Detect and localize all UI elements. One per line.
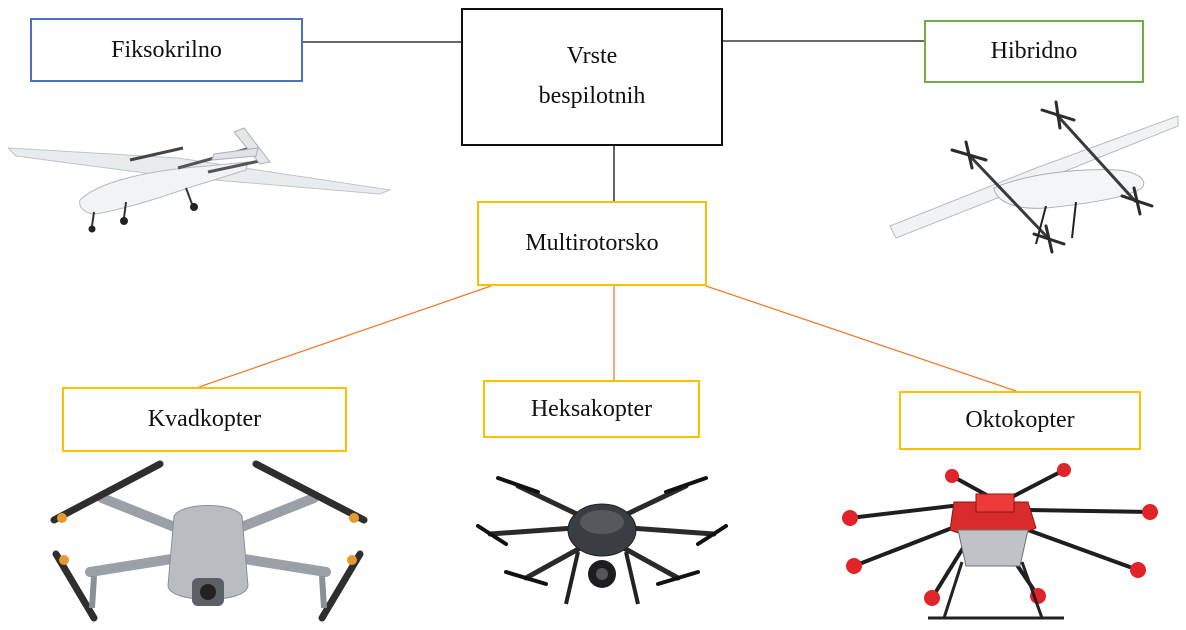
multirotor-box: Multirotorsko	[477, 201, 707, 286]
octo-label: Oktokopter	[965, 407, 1075, 433]
hexa-box: Heksakopter	[483, 380, 700, 438]
octo-box: Oktokopter	[899, 391, 1141, 450]
quadcopter-drone-image	[50, 460, 368, 622]
quad-label: Kvadkopter	[147, 406, 262, 432]
hybrid-box: Hibridno	[924, 20, 1144, 83]
fixed-wing-box: Fiksokrilno	[30, 18, 303, 82]
multirotor-label: Multirotorsko	[525, 230, 659, 256]
hybrid-label: Hibridno	[990, 38, 1078, 64]
fixed-wing-drone-image	[8, 127, 392, 233]
root-box: Vrste bespilotnih	[461, 8, 723, 146]
octocopter-drone-image	[842, 463, 1158, 620]
root-label-line1: Vrste	[566, 43, 618, 70]
root-label-line2: bespilotnih	[538, 83, 646, 109]
connector-multirotor-octo	[705, 285, 1017, 392]
hexacopter-drone-image	[476, 476, 728, 605]
hybrid-vtol-drone-image	[889, 100, 1179, 254]
quad-box: Kvadkopter	[62, 387, 347, 452]
fixed-wing-label: Fiksokrilno	[111, 36, 222, 63]
hexa-label: Heksakopter	[530, 395, 653, 422]
connector-multirotor-quad	[198, 285, 492, 388]
